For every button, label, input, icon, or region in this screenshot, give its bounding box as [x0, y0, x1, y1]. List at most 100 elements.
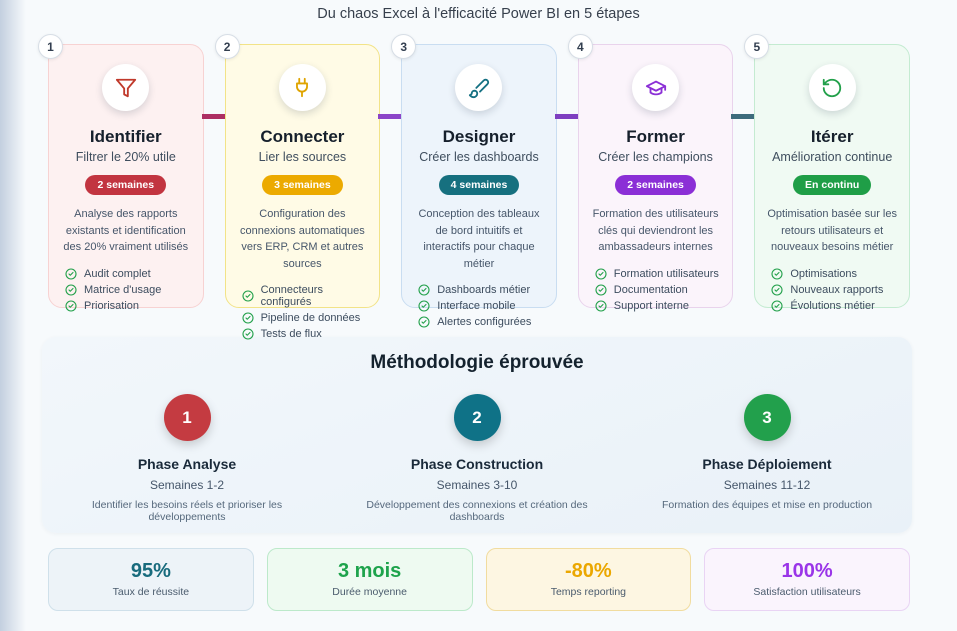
- check-circle-icon: [65, 299, 77, 312]
- step-card-designer: 3 Designer Créer les dashboards 4 semain…: [391, 34, 578, 328]
- stat-label: Satisfaction utilisateurs: [753, 586, 861, 598]
- check-item: Support interne: [595, 300, 722, 312]
- step-description: Analyse des rapports existants et identi…: [63, 208, 189, 253]
- stat-value: -80%: [565, 560, 612, 582]
- phase-weeks: Semaines 1-2: [149, 478, 225, 492]
- check-item-label: Pipeline de données: [260, 312, 361, 324]
- stat-satisfaction: 100% Satisfaction utilisateurs: [704, 548, 910, 611]
- phase-analyse: 1 Phase Analyse Semaines 1-2 Identifier …: [42, 394, 332, 523]
- step-checklist: Optimisations Nouveaux rapports Évolutio…: [766, 268, 898, 312]
- check-item: Formation utilisateurs: [595, 268, 722, 280]
- step-number-badge: 5: [744, 34, 770, 59]
- check-circle-icon: [771, 283, 783, 296]
- check-item-label: Connecteurs configurés: [260, 284, 323, 308]
- check-circle-icon: [771, 299, 783, 312]
- step-checklist: Connecteurs configurés Pipeline de donné…: [237, 284, 369, 340]
- step-subtitle: Amélioration continue: [772, 150, 893, 164]
- check-item-label: Support interne: [613, 299, 689, 312]
- check-circle-icon: [65, 267, 77, 280]
- check-item-label: Nouveaux rapports: [790, 283, 884, 296]
- check-item: Dashboards métier: [418, 284, 545, 296]
- stats-row: 95% Taux de réussite 3 mois Durée moyenn…: [48, 548, 910, 611]
- check-item-label: Tests de flux: [260, 328, 322, 340]
- check-circle-icon: [418, 284, 430, 296]
- check-item: Interface mobile: [418, 300, 545, 312]
- rotate-ccw-icon: [808, 64, 856, 111]
- check-item-label: Documentation: [613, 283, 688, 296]
- check-item-label: Dashboards métier: [437, 284, 531, 296]
- paintbrush-icon: [455, 64, 503, 111]
- connector-line: [201, 114, 225, 119]
- step-card-former: 4 Former Créer les champions 2 semaines …: [567, 34, 755, 312]
- step-title: Former: [626, 127, 685, 146]
- step-checklist: Dashboards métier Interface mobile Alert…: [413, 284, 545, 328]
- check-item-label: Évolutions métier: [790, 299, 875, 312]
- step-card-identifier: 1 Identifier Filtrer le 20% utile 2 sema…: [38, 34, 225, 312]
- stat-label: Taux de réussite: [112, 586, 190, 598]
- check-item-label: Matrice d'usage: [84, 283, 162, 296]
- stat-label: Temps reporting: [550, 586, 627, 598]
- check-item-label: Formation utilisateurs: [613, 267, 719, 280]
- check-circle-icon: [242, 328, 254, 340]
- check-circle-icon: [418, 316, 430, 328]
- phase-description: Développement des connexions et création…: [366, 499, 588, 523]
- check-item-label: Optimisations: [790, 267, 858, 280]
- step-number-badge: 3: [391, 34, 417, 59]
- check-item: Priorisation: [65, 300, 192, 312]
- step-description: Optimisation basée sur les retours utili…: [767, 208, 897, 253]
- phase-description: Identifier les besoins réels et priorise…: [91, 499, 283, 523]
- step-checklist: Formation utilisateurs Documentation Sup…: [590, 268, 722, 312]
- step-number-badge: 1: [38, 34, 63, 59]
- step-duration-badge: 4 semaines: [438, 175, 520, 195]
- step-subtitle: Lier les sources: [258, 150, 347, 164]
- phase-name: Phase Déploiement: [702, 456, 832, 472]
- step-card-iterer: 5 Itérer Amélioration continue En contin…: [744, 34, 910, 312]
- check-item: Matrice d'usage: [65, 284, 192, 296]
- step-card-connecter: 2 Connecter Lier les sources 3 semaines …: [214, 34, 402, 340]
- check-item-label: Audit complet: [84, 267, 151, 280]
- step-checklist: Audit complet Matrice d'usage Priorisati…: [60, 268, 192, 312]
- step-subtitle: Créer les dashboards: [419, 150, 539, 164]
- check-item: Connecteurs configurés: [242, 284, 369, 308]
- phases-row: 1 Phase Analyse Semaines 1-2 Identifier …: [42, 394, 912, 523]
- step-duration-badge: 2 semaines: [615, 175, 696, 195]
- stat-temps-reporting: -80% Temps reporting: [485, 548, 692, 611]
- steps-row: 1 Identifier Filtrer le 20% utile 2 sema…: [38, 34, 910, 340]
- stat-value: 3 mois: [337, 560, 402, 582]
- check-item: Alertes configurées: [418, 316, 545, 328]
- methodology-title: Méthodologie éprouvée: [370, 352, 584, 373]
- check-item: Audit complet: [65, 268, 192, 280]
- check-item-label: Alertes configurées: [437, 316, 532, 328]
- check-item: Nouveaux rapports: [771, 284, 898, 296]
- phase-description: Formation des équipes et mise en product…: [661, 499, 873, 511]
- check-item: Optimisations: [771, 268, 898, 280]
- check-circle-icon: [242, 312, 254, 324]
- step-title: Itérer: [810, 127, 854, 146]
- stat-label: Durée moyenne: [332, 586, 407, 598]
- step-number-badge: 2: [214, 34, 240, 59]
- step-subtitle: Filtrer le 20% utile: [75, 150, 176, 164]
- connector-line: [731, 114, 755, 119]
- connector-line: [554, 114, 578, 119]
- check-circle-icon: [595, 299, 607, 312]
- phase-number-circle: 3: [743, 394, 791, 441]
- step-title: Connecter: [260, 127, 345, 146]
- phase-name: Phase Construction: [410, 456, 544, 472]
- step-title: Identifier: [89, 127, 162, 146]
- step-duration-badge: En continu: [793, 175, 872, 195]
- plug-icon: [278, 64, 326, 111]
- check-circle-icon: [418, 300, 430, 312]
- step-duration-badge: 3 semaines: [262, 175, 343, 195]
- page-title: Du chaos Excel à l'efficacité Power BI e…: [317, 6, 640, 22]
- connector-line: [378, 114, 402, 119]
- funnel-icon: [102, 64, 150, 111]
- check-circle-icon: [771, 267, 783, 280]
- phase-name: Phase Analyse: [137, 456, 237, 472]
- check-item-label: Priorisation: [84, 299, 140, 312]
- methodology-panel: Méthodologie éprouvée 1 Phase Analyse Se…: [42, 337, 912, 533]
- phase-construction: 2 Phase Construction Semaines 3-10 Dével…: [332, 394, 622, 523]
- step-subtitle: Créer les champions: [598, 150, 713, 164]
- check-circle-icon: [595, 267, 607, 280]
- stat-value: 95%: [130, 560, 171, 582]
- step-title: Designer: [442, 127, 516, 146]
